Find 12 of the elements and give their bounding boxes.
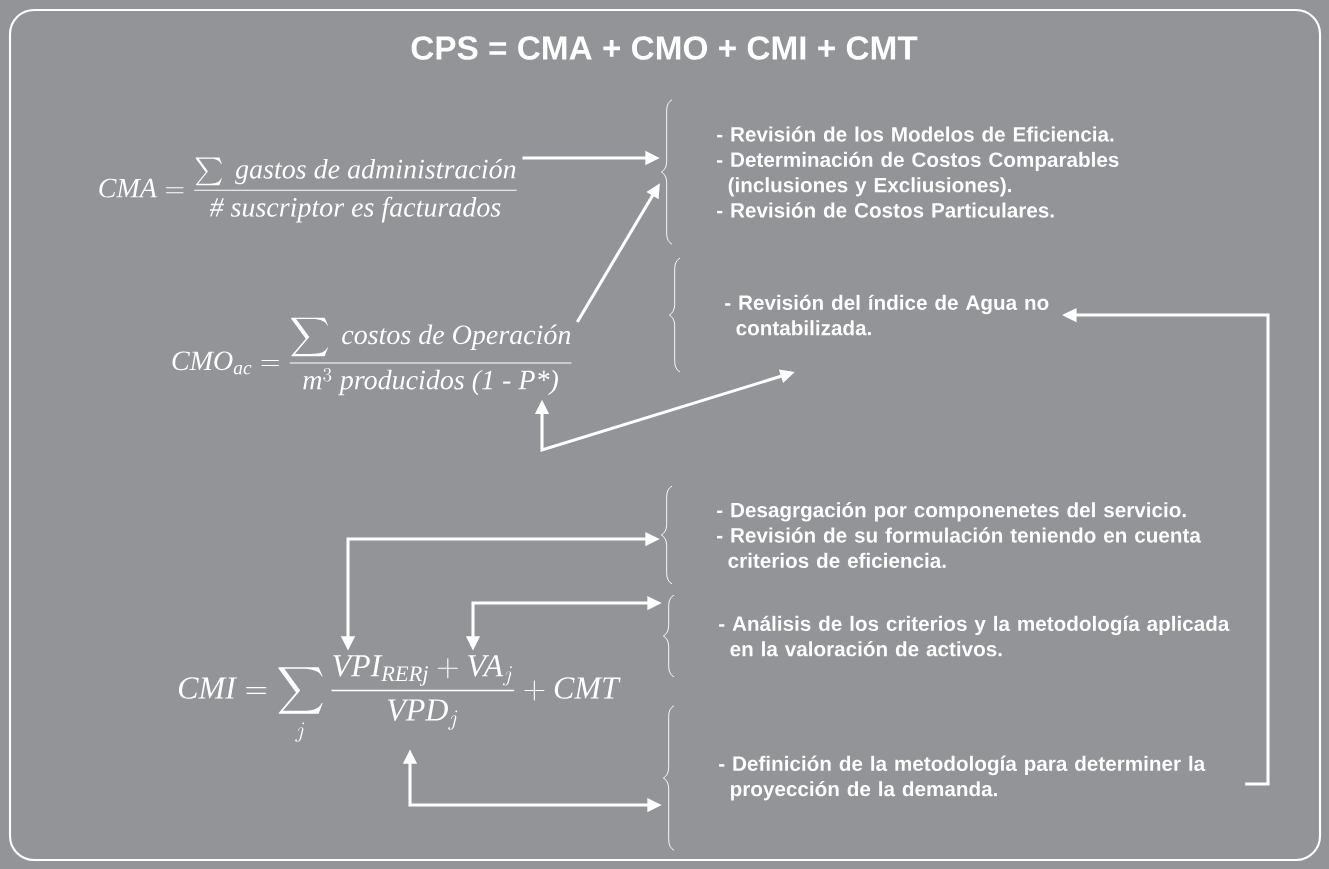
bullet-text: - Revisión de su formulación teniendo en cuenta criterios de eficiencia.: [717, 527, 1201, 569]
bullet-text: - Revisión de Costos Particulares.: [717, 202, 1054, 218]
bullet-text: - Análisis de los criterios y la metodología aplicada en la valoración de activos.: [719, 615, 1230, 657]
formula: $\textit{CMI}= \sum_{j}\frac{\textit{VPI}_{\textit{RERj}} + \textit{VA}_{j}}{\textit{VPD}_{j}} + \textit{CMT}$: [178, 655, 621, 742]
formula: $\textit{CMO}_{\textit{ac}} = \frac{\displaystyle\sum \textit{ costos de Operación}}{\textit{m}^{3}\textit{ producidos (1 - P*)}}$: [172, 317, 572, 396]
bullet-text: - Determinación de Costos Comparables (inclusiones y Excliusiones).: [717, 151, 1119, 197]
bullet-text: - Revisión de los Modelos de Eficiencia.: [717, 126, 1114, 142]
title: CPS = CMA + CMO + CMI + CMT: [411, 36, 918, 60]
formula: $\textit{CMA}= \frac{\sum \textit{ gastos de administración}}{\textit{\# suscriptor es facturados}}$: [99, 157, 517, 223]
bullet-text: - Revisión del índice de Agua no contabilizada.: [725, 294, 1049, 336]
bullet-text: - Definición de la metodología para determiner la proyección de la demanda.: [719, 755, 1206, 801]
bullet-text: - Desagrgación por componenetes del servicio.: [717, 502, 1186, 522]
